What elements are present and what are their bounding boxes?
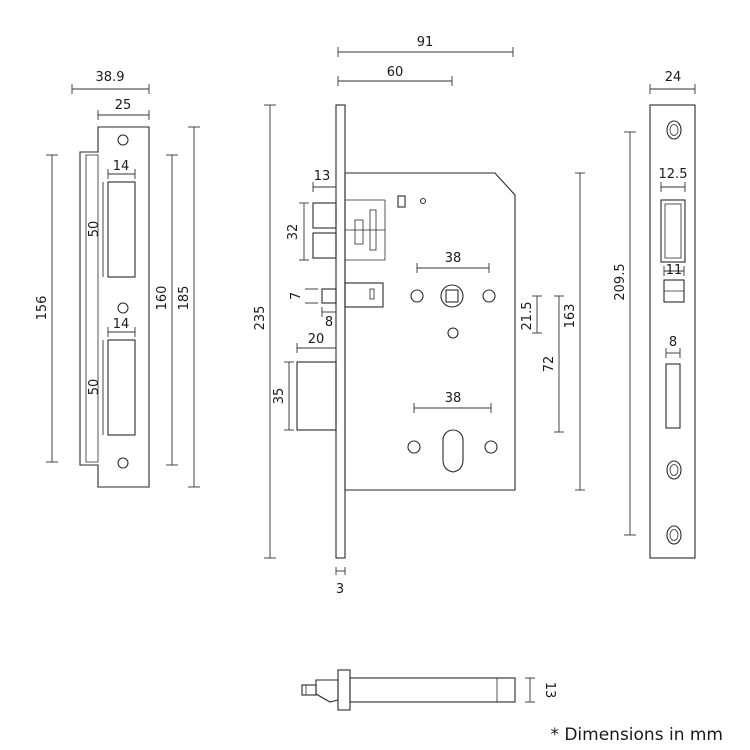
dim-faceplate-height: 209.5 (613, 263, 628, 300)
dim-anti-friction-height: 7 (289, 292, 304, 300)
top-view-anti-friction (301, 684, 317, 696)
dim-case-height: 163 (563, 304, 578, 329)
dim-faceplate-width: 24 (665, 70, 682, 85)
dim-anti-friction-width: 8 (325, 315, 333, 330)
dim-spindle-hole-spacing: 38 (445, 251, 462, 266)
deadbolt (296, 361, 337, 431)
dim-deadbolt-slot-width: 8 (669, 335, 677, 350)
fixing-hole-icon (407, 440, 421, 454)
anti-friction-bolt (321, 288, 337, 304)
latch-slot (660, 199, 686, 263)
strike-plate-outline (79, 126, 150, 488)
fixing-hole-icon (482, 289, 496, 303)
latch-spring (354, 219, 364, 245)
fixing-hole-icon (410, 289, 424, 303)
dim-strike-height-slots: 160 (155, 286, 170, 311)
strike-slot-bottom (107, 339, 136, 436)
dim-latch-projection: 13 (314, 169, 331, 184)
strike-slot-top (107, 181, 136, 278)
dim-strike-width-plate: 25 (115, 98, 132, 113)
dim-deadbolt-projection: 20 (308, 332, 325, 347)
rivet-icon (419, 197, 427, 205)
dim-lock-width-total: 91 (417, 35, 434, 50)
fixing-hole-icon (447, 327, 459, 339)
dim-strike-slot-width-bottom: 14 (113, 317, 130, 332)
lock-body (296, 104, 516, 559)
dim-lock-height-total: 235 (253, 306, 268, 331)
dim-latch-height: 32 (286, 224, 301, 241)
dim-cylinder-hole-spacing: 38 (445, 391, 462, 406)
strike-plate-dimensions: 38.9 25 14 50 14 50 156 160 (35, 70, 200, 488)
dim-top-view-thickness: 13 (542, 682, 557, 699)
dim-strike-slot-height-top: 50 (87, 221, 102, 238)
top-view-faceplate (337, 669, 351, 711)
latch-bolt-lower (312, 232, 337, 259)
lock-body-dimensions: 91 60 13 32 7 8 20 35 (253, 35, 585, 597)
screw-hole-icon (666, 460, 682, 480)
top-view-dimensions: 13 (525, 677, 557, 703)
dim-deadbolt-height: 35 (272, 388, 287, 405)
deadbolt-slot (665, 363, 681, 429)
faceplate-dimensions: 24 12.5 11 8 209.5 (613, 70, 696, 536)
spindle-hub (440, 284, 464, 308)
lock-case (344, 172, 516, 491)
strike-plate-lip (85, 154, 99, 463)
latch-tail (369, 209, 377, 251)
latch-bolt (312, 202, 337, 229)
dim-spindle-offset: 21.5 (520, 302, 535, 331)
top-view-latch (315, 679, 339, 703)
dim-latch-slot-width: 12.5 (659, 167, 688, 182)
dim-anti-friction-slot-width: 11 (666, 263, 683, 278)
dim-strike-slot-height-bottom: 50 (87, 379, 102, 396)
dim-strike-slot-width-top: 14 (113, 159, 130, 174)
dim-faceplate-thickness: 3 (336, 582, 344, 597)
dim-centre-distance: 72 (542, 356, 557, 373)
fixing-hole-icon (484, 440, 498, 454)
top-view (301, 669, 516, 711)
dim-strike-width-total: 38.9 (96, 70, 125, 85)
strike-plate (79, 126, 150, 488)
screw-hole-icon (666, 120, 682, 140)
screw-hole-icon (117, 457, 129, 469)
faceplate-outline (649, 104, 696, 559)
dimensions-footnote: * Dimensions in mm (550, 725, 723, 745)
top-view-case (349, 677, 516, 703)
latch-lever (397, 195, 406, 208)
euro-cylinder-cutout (442, 429, 464, 473)
screw-hole-icon (666, 525, 682, 545)
spindle-square-icon (445, 289, 459, 303)
screw-hole-icon (117, 134, 129, 146)
dim-lock-backset: 60 (387, 65, 404, 80)
dim-strike-height-total: 185 (177, 286, 192, 311)
dim-strike-height-inner: 156 (35, 296, 50, 321)
faceplate (649, 104, 696, 559)
lock-faceplate-side (335, 104, 346, 559)
anti-friction-housing (344, 282, 384, 308)
screw-hole-icon (117, 302, 129, 314)
